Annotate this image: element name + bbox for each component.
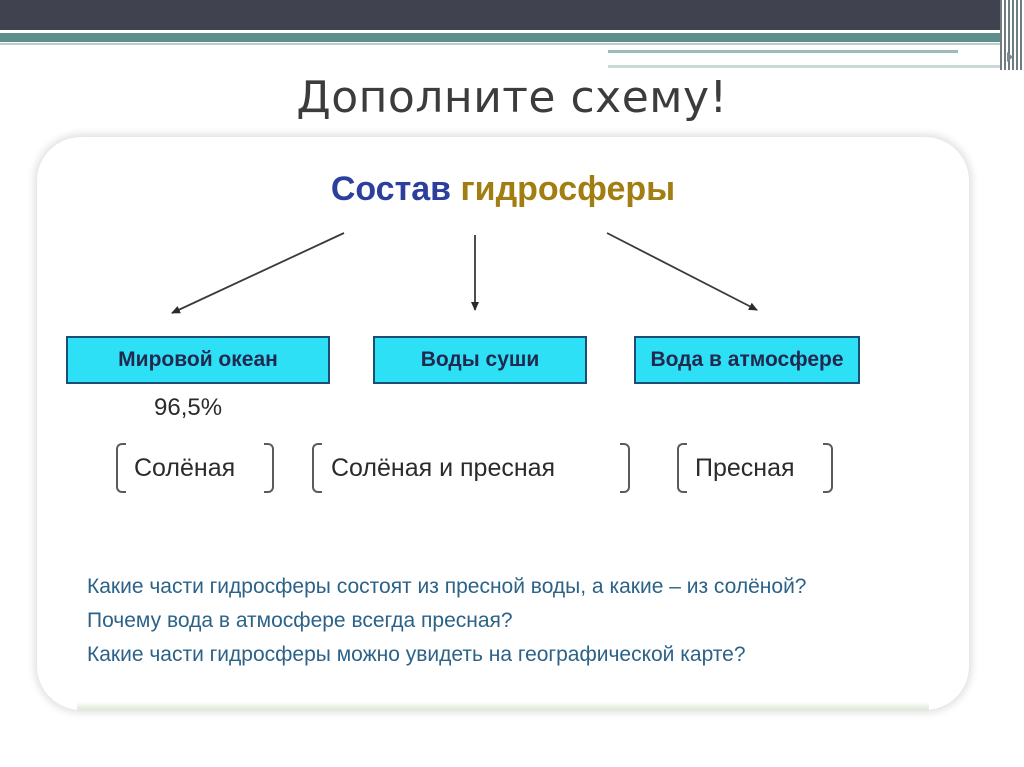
header-teal-thin-bar [0,43,1000,45]
header-right-bar [608,45,1000,68]
question-1: Какие части гидросферы состоят из пресно… [87,575,807,598]
question-3: Какие части гидросферы можно увидеть на … [87,643,746,666]
bracket-text-salty: Солёная [134,453,236,482]
bracket-left-3 [677,443,687,493]
diagram-arrows [171,232,758,314]
bracket-right-2 [620,443,630,493]
ocean-percent: 96,5% [154,394,223,421]
box-atmosphere-water: Вода в атмосфере [634,336,860,384]
arrow-left [171,232,345,314]
box-world-ocean: Мировой океан [66,336,330,384]
header-right-line [608,50,958,53]
diagram-title: Состав гидросферы [37,170,969,209]
header-dark-bar [0,0,1000,30]
questions-block: Какие части гидросферы состоят из пресно… [87,571,907,673]
box-land-waters: Воды суши [373,336,587,384]
bracket-right-1 [264,443,274,493]
diagram-title-part2: гидросферы [460,170,676,208]
question-2: Почему вода в атмосфере всегда пресная? [87,609,513,632]
bracket-text-salty-fresh: Солёная и пресная [331,453,556,482]
bracket-left-1 [116,443,126,493]
slide-title: Дополните схему! [296,72,728,123]
corner-triangle-icon [1007,52,1013,62]
bracket-right-3 [823,443,833,493]
bracket-left-2 [312,443,322,493]
header-teal-bar [0,33,1000,42]
diagram-title-part1: Состав [330,170,452,208]
bracket-text-fresh: Пресная [695,453,795,482]
diagram-panel: Состав гидросферы Мировой океан Воды суш… [37,137,969,710]
arrow-right [606,232,758,311]
